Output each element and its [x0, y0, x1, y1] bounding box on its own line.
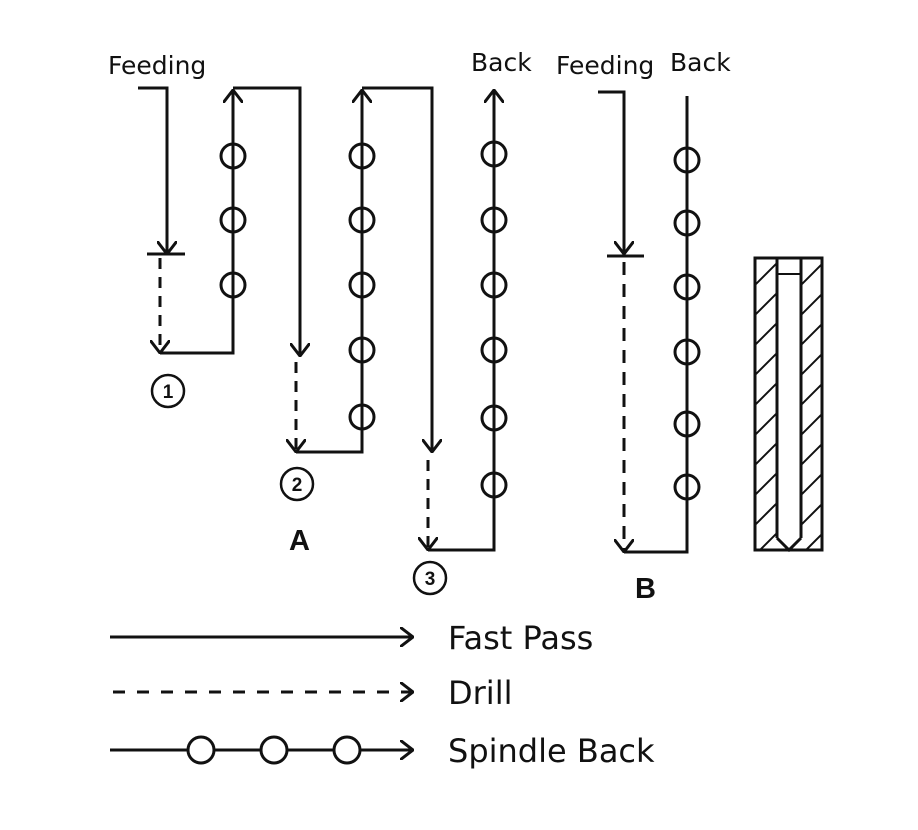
label-feeding-b: Feeding: [556, 51, 654, 80]
a-fast-feed-2: [233, 86, 300, 356]
a-spindle-back-1: [160, 90, 233, 355]
label-diagram-a: A: [289, 525, 310, 557]
legend-spindle-back-label: Spindle Back: [448, 732, 655, 770]
label-back-a: Back: [471, 48, 532, 77]
legend-fast-pass-label: Fast Pass: [448, 619, 593, 657]
b-fast-feed: [598, 90, 624, 254]
step-2-number: 2: [292, 475, 303, 496]
a-fast-feed-1: [138, 86, 167, 254]
label-back-b: Back: [670, 48, 731, 77]
hole-cross-section: [753, 256, 824, 553]
label-feeding-a: Feeding: [108, 51, 206, 80]
a-spindle-circles-3: [480, 140, 508, 499]
label-diagram-b: B: [635, 573, 656, 605]
a-spindle-circles-2: [348, 142, 376, 431]
step-1-number: 1: [163, 382, 174, 403]
step-3-number: 3: [425, 569, 436, 590]
a-spindle-back-3: [428, 90, 494, 552]
step-3-circle: [412, 560, 448, 596]
a-spindle-circles-1: [219, 142, 247, 299]
a-spindle-back-2: [296, 90, 362, 454]
legend-drill-label: Drill: [448, 674, 512, 712]
b-spindle-circles: [673, 146, 701, 501]
a-fast-feed-3: [362, 86, 432, 452]
step-1-circle: [150, 373, 186, 409]
legend-spindle-circles: [186, 735, 362, 765]
b-spindle-back: [624, 96, 689, 554]
step-2-circle: [279, 466, 315, 502]
